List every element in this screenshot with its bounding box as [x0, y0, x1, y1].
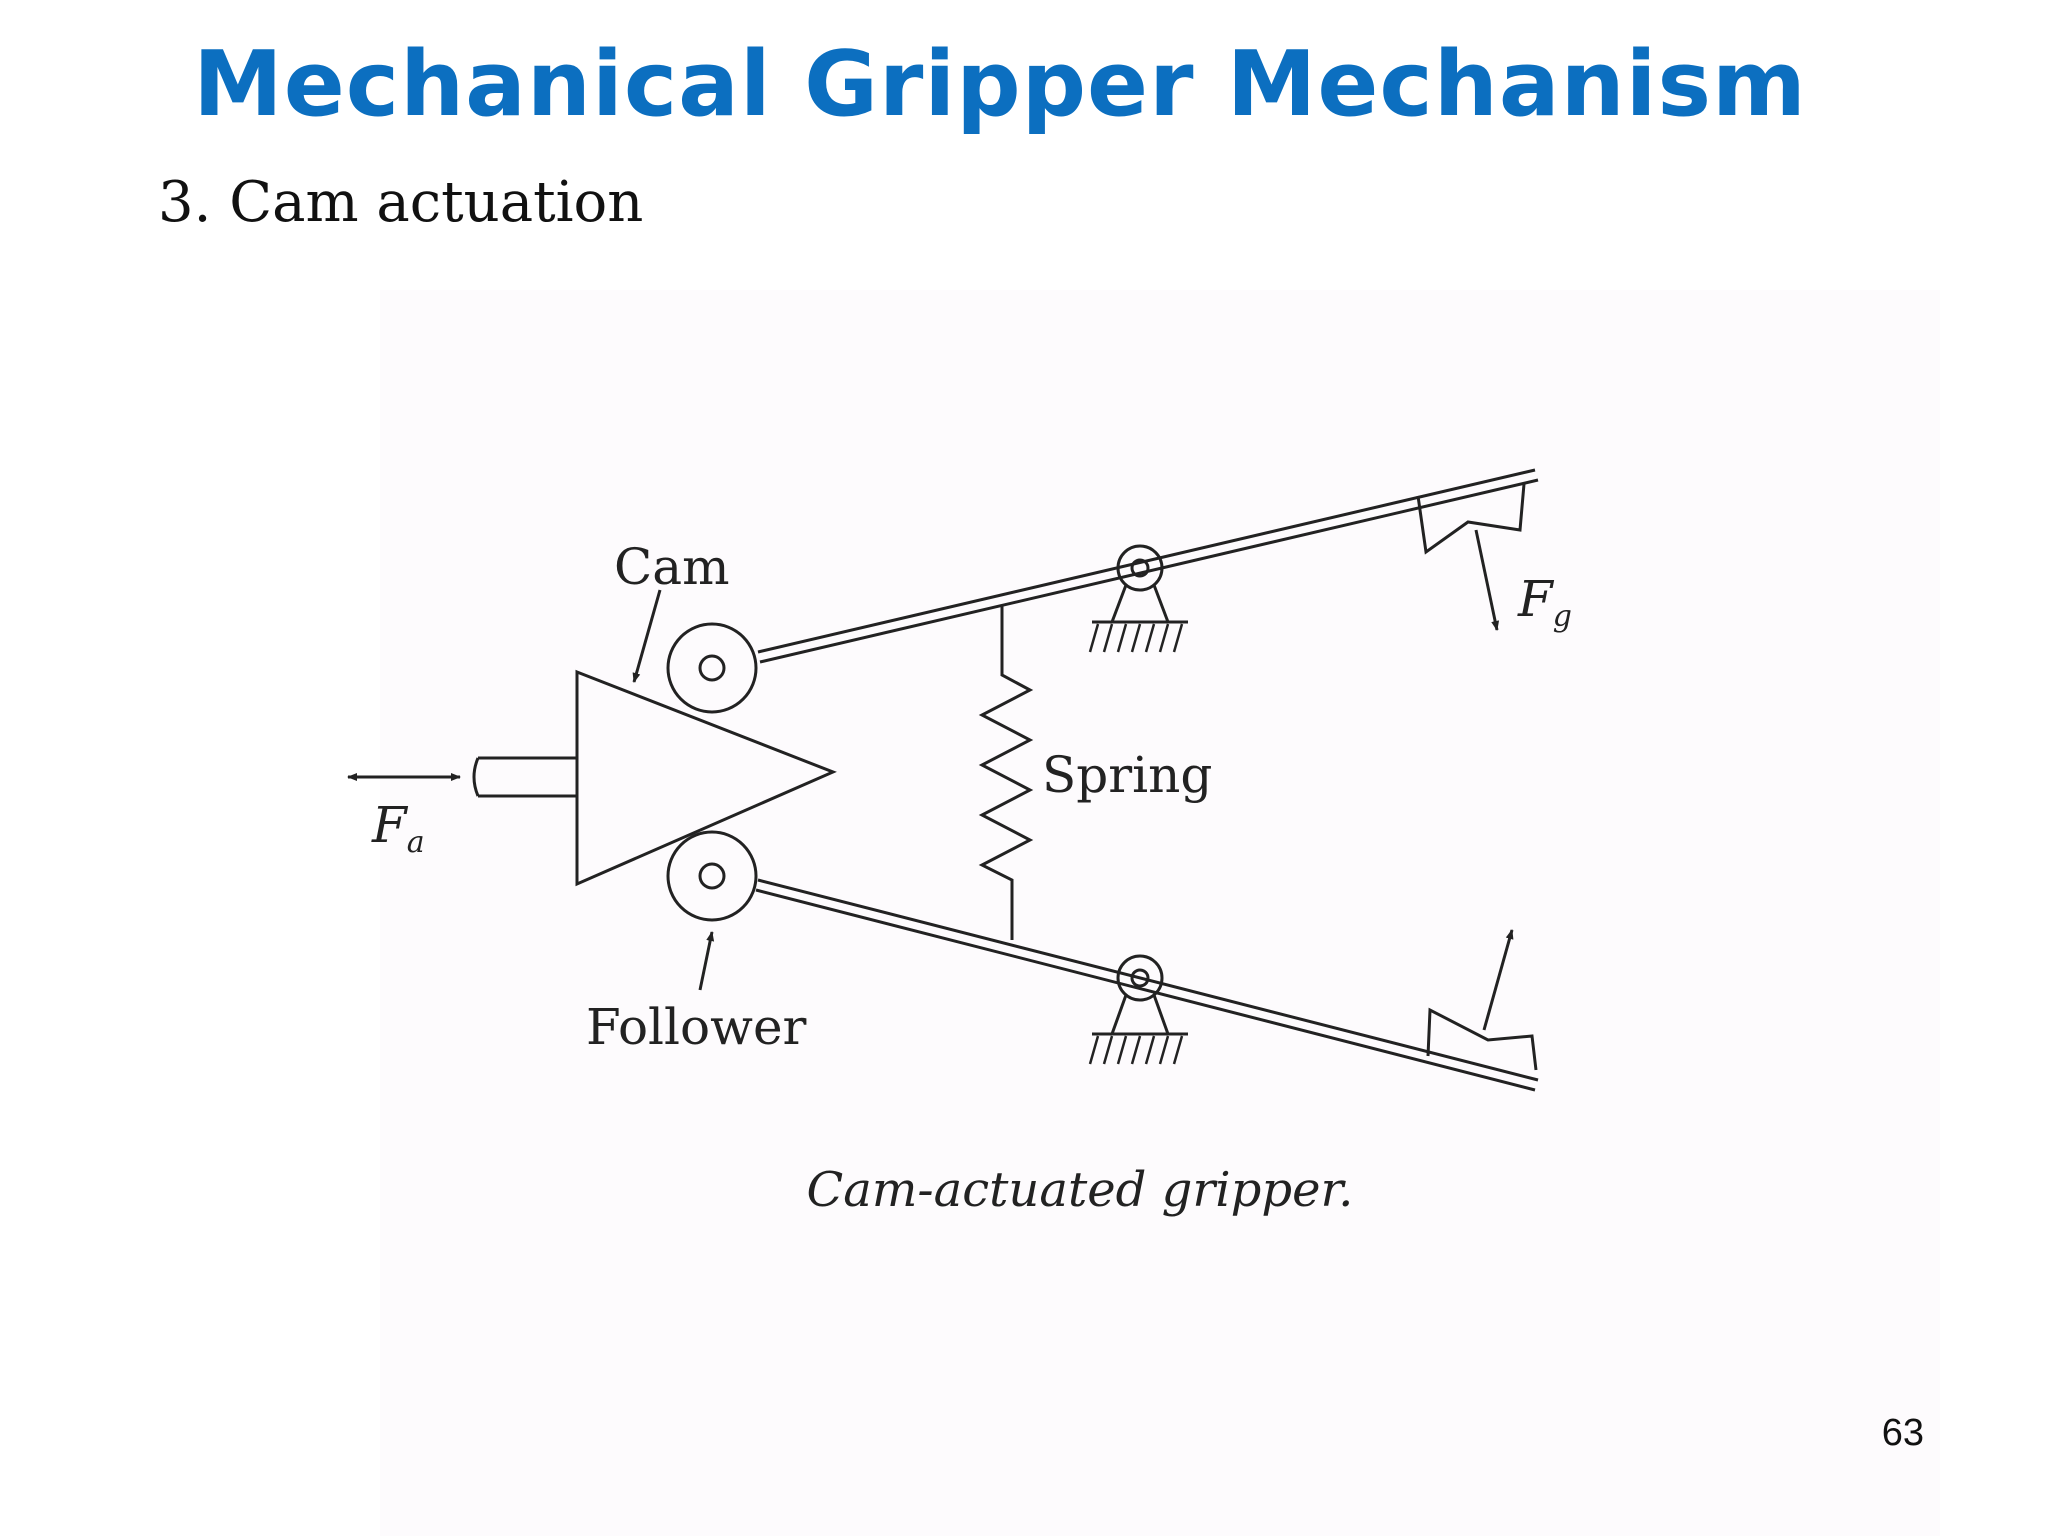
- actuation-force-symbol: F: [371, 796, 409, 854]
- section-heading: 3. Cam actuation: [158, 170, 644, 235]
- page-number: 63: [1881, 1412, 1924, 1454]
- lower-finger-pad: [1426, 1007, 1538, 1071]
- spring: [978, 605, 1034, 940]
- slide-title: Mechanical Gripper Mechanism: [193, 32, 1807, 137]
- gripping-force-subscript: g: [1553, 599, 1572, 634]
- actuation-force-subscript: a: [407, 825, 425, 860]
- gripping-force-symbol: F: [1517, 570, 1555, 628]
- spring-label: Spring: [1042, 746, 1212, 804]
- actuation-force-label: Fa: [371, 796, 425, 860]
- upper-pivot: [1088, 544, 1188, 653]
- figure-caption: Cam-actuated gripper.: [807, 1162, 1354, 1218]
- follower-label: Follower: [586, 998, 807, 1056]
- cam-leader-line: [632, 589, 662, 683]
- cam-wedge: [575, 669, 837, 887]
- lower-follower-roller: [666, 830, 758, 922]
- upper-finger-pad: [1416, 483, 1526, 555]
- lower-pivot: [1088, 954, 1188, 1065]
- upper-gripping-force-arrow: [1474, 529, 1500, 631]
- upper-follower-roller: [666, 622, 758, 714]
- follower-leader-line: [698, 931, 715, 991]
- gripping-force-label: Fg: [1517, 570, 1572, 634]
- actuator-rod: [472, 756, 578, 798]
- figure-panel: [380, 290, 1940, 1536]
- lower-gripping-force-arrow: [1482, 929, 1514, 1031]
- cam-label: Cam: [614, 538, 729, 596]
